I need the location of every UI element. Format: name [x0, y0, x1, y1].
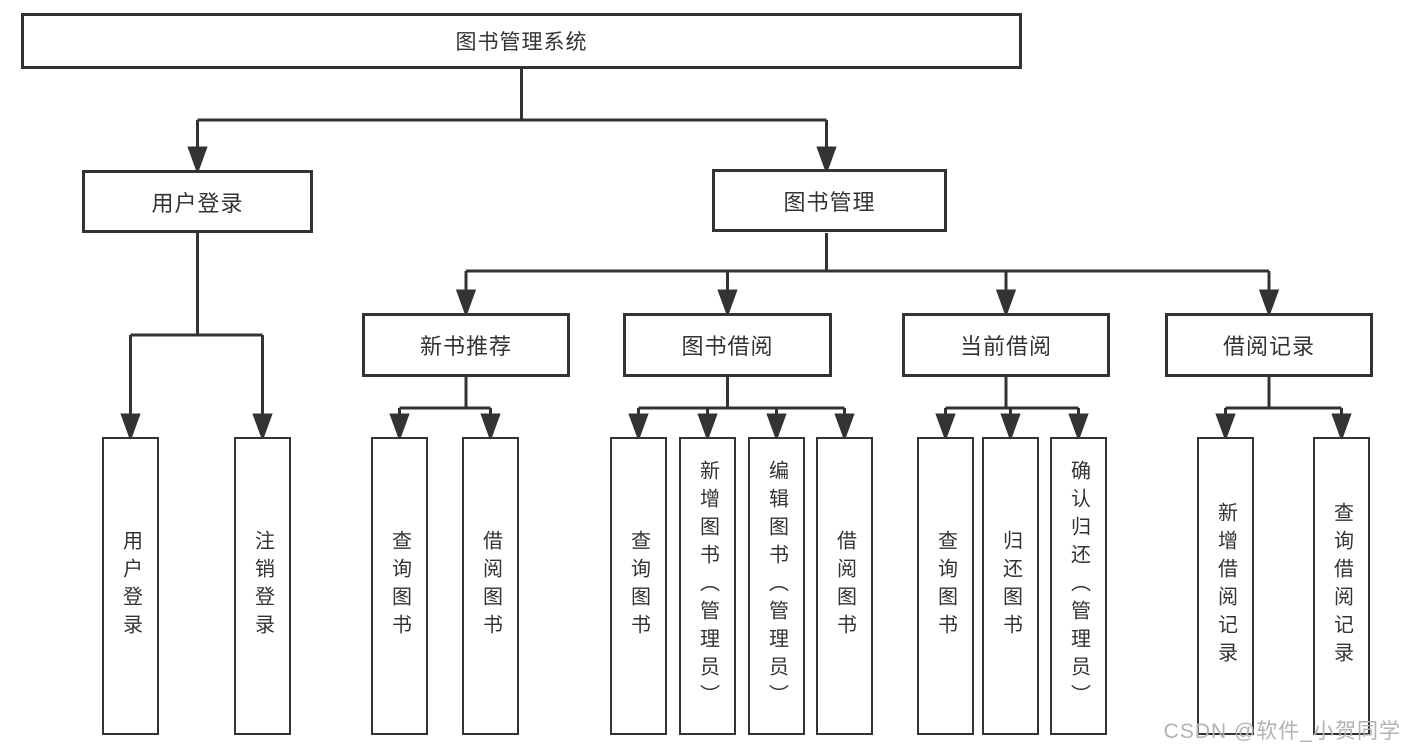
- leaf-edit-books-admin: 编辑图书（管理员）: [748, 437, 805, 735]
- node-book-borrowing: 图书借阅: [623, 313, 832, 377]
- leaf-label: 确认归还（管理员）: [1067, 460, 1090, 712]
- leaf-label: 查询图书: [388, 530, 411, 642]
- leaf-label: 查询借阅记录: [1330, 502, 1353, 670]
- node-user-login: 用户登录: [82, 170, 313, 233]
- leaf-label: 查询图书: [934, 530, 957, 642]
- node-label: 图书借阅: [681, 334, 774, 359]
- node-current-borrowing: 当前借阅: [902, 313, 1110, 377]
- leaf-label: 借阅图书: [479, 530, 502, 642]
- leaf-borrow-books-recommend: 借阅图书: [462, 437, 519, 735]
- leaf-query-books-current: 查询图书: [917, 437, 974, 735]
- leaf-add-books-admin: 新增图书（管理员）: [679, 437, 736, 735]
- connector-new-book-to-leaves: [389, 377, 501, 442]
- connector-user-login-to-leaves: [120, 233, 273, 442]
- csdn-watermark: CSDN @软件_小贺同学: [1163, 720, 1401, 743]
- leaf-label: 注销登录: [251, 530, 274, 642]
- leaf-label: 编辑图书（管理员）: [765, 460, 788, 712]
- connector-book-mgmt-to-level3: [455, 233, 1280, 318]
- leaf-label: 用户登录: [119, 530, 142, 642]
- node-label: 借阅记录: [1222, 334, 1315, 359]
- node-borrowing-records: 借阅记录: [1165, 313, 1373, 377]
- leaf-return-books: 归还图书: [982, 437, 1039, 735]
- leaf-user-login: 用户登录: [102, 437, 159, 735]
- node-label: 用户登录: [151, 190, 244, 216]
- leaf-borrow-books: 借阅图书: [816, 437, 873, 735]
- leaf-confirm-return-admin: 确认归还（管理员）: [1050, 437, 1107, 735]
- connector-borrow-record-to-leaves: [1215, 377, 1352, 442]
- node-new-book-recommendation: 新书推荐: [362, 313, 570, 377]
- leaf-label: 借阅图书: [833, 530, 856, 642]
- connector-book-borrow-to-leaves: [628, 377, 855, 442]
- node-label: 新书推荐: [419, 334, 512, 359]
- node-label: 图书管理系统: [455, 31, 588, 54]
- connector-root-to-level2: [187, 69, 837, 175]
- leaf-query-books-recommend: 查询图书: [371, 437, 428, 735]
- node-label: 当前借阅: [959, 334, 1052, 359]
- leaf-label: 归还图书: [999, 530, 1022, 642]
- node-label: 图书管理: [783, 189, 876, 215]
- leaf-label: 新增借阅记录: [1214, 502, 1237, 670]
- leaf-query-borrow-record: 查询借阅记录: [1313, 437, 1370, 735]
- leaf-label: 查询图书: [627, 530, 650, 642]
- connector-current-borrow-to-leaves: [935, 377, 1089, 442]
- node-library-management-system: 图书管理系统: [21, 13, 1022, 69]
- leaf-logout: 注销登录: [234, 437, 291, 735]
- leaf-add-borrow-record: 新增借阅记录: [1197, 437, 1254, 735]
- leaf-query-books-borrow: 查询图书: [610, 437, 667, 735]
- node-book-management: 图书管理: [712, 169, 947, 232]
- leaf-label: 新增图书（管理员）: [696, 460, 719, 712]
